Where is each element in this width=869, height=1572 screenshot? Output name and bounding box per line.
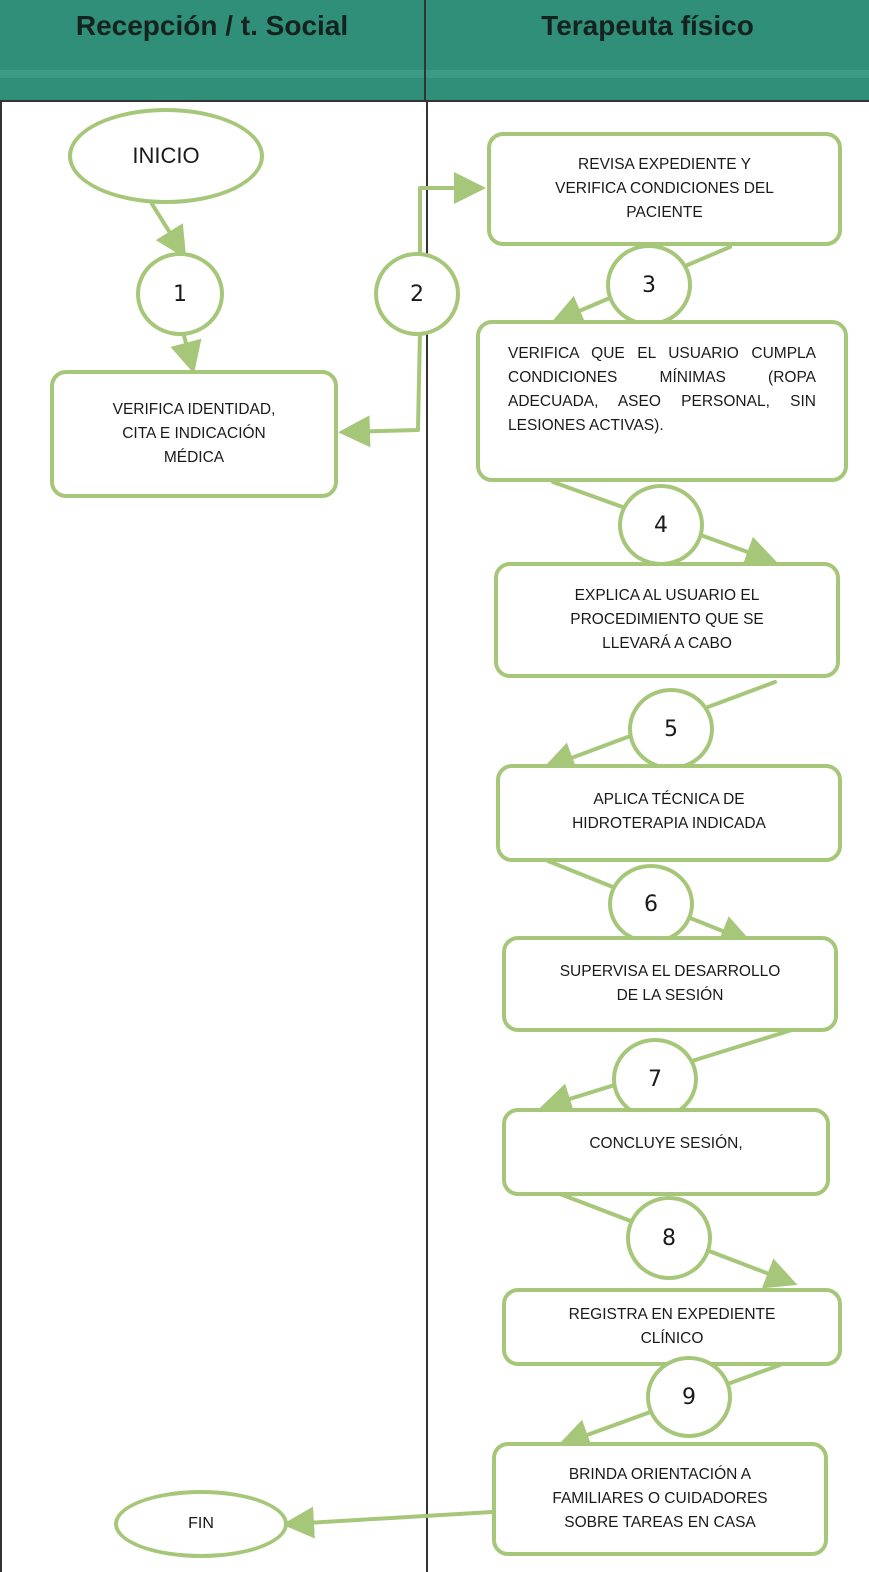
step-number-8: 8 — [626, 1196, 712, 1280]
step-text-2: REVISA EXPEDIENTE Y VERIFICA CONDICIONES… — [555, 156, 774, 221]
step-text-5: APLICA TÉCNICA DE HIDROTERAPIA INDICADA — [572, 791, 766, 832]
step-box-5: APLICA TÉCNICA DE HIDROTERAPIA INDICADA — [496, 764, 842, 862]
end-label: FIN — [188, 1515, 214, 1532]
step-box-3: VERIFICA QUE EL USUARIO CUMPLA CONDICION… — [476, 320, 848, 482]
arrow-box2-return — [338, 328, 422, 448]
step-number-4: 4 — [618, 484, 704, 566]
lane-header-therapist: Terapeuta físico — [426, 0, 869, 100]
left-frame-line — [0, 0, 2, 1572]
step-text-3: VERIFICA QUE EL USUARIO CUMPLA CONDICION… — [508, 345, 816, 434]
step-text-9: BRINDA ORIENTACIÓN A FAMILIARES O CUIDAD… — [552, 1466, 768, 1531]
lane-divider — [426, 100, 428, 1572]
step-text-6: SUPERVISA EL DESARROLLO DE LA SESIÓN — [559, 963, 781, 1004]
arrow-start-to-1 — [150, 202, 187, 259]
step-box-1: VERIFICA IDENTIDAD, CITA E INDICACIÓN MÉ… — [50, 370, 338, 498]
step-number-2: 2 — [374, 252, 460, 336]
step-number-6: 6 — [608, 864, 694, 944]
step-number-7: 7 — [612, 1038, 698, 1120]
step-box-9: BRINDA ORIENTACIÓN A FAMILIARES O CUIDAD… — [492, 1442, 828, 1556]
step-box-8: REGISTRA EN EXPEDIENTE CLÍNICO — [502, 1288, 842, 1366]
start-terminator: INICIO — [68, 108, 264, 204]
step-text-4: EXPLICA AL USUARIO EL PROCEDIMIENTO QUE … — [570, 587, 764, 652]
header-divider — [0, 100, 869, 102]
lane-title-therapist: Terapeuta físico — [541, 10, 754, 41]
step-box-4: EXPLICA AL USUARIO EL PROCEDIMIENTO QUE … — [494, 562, 840, 678]
lane-title-reception: Recepción / t. Social — [75, 10, 349, 41]
step-text-8: REGISTRA EN EXPEDIENTE CLÍNICO — [568, 1306, 776, 1347]
end-terminator: FIN — [114, 1490, 288, 1558]
step-text-7: CONCLUYE SESIÓN, — [589, 1135, 743, 1152]
step-number-5: 5 — [628, 688, 714, 770]
header-band — [426, 70, 869, 78]
step-number-1: 1 — [136, 252, 224, 336]
step-box-7: CONCLUYE SESIÓN, — [502, 1108, 830, 1196]
step-box-6: SUPERVISA EL DESARROLLO DE LA SESIÓN — [502, 936, 838, 1032]
header-band — [0, 70, 424, 78]
lane-header-reception: Recepción / t. Social — [0, 0, 426, 100]
step-box-2: REVISA EXPEDIENTE Y VERIFICA CONDICIONES… — [487, 132, 842, 246]
step-number-3: 3 — [606, 244, 692, 326]
arrow-box9-to-end — [282, 1506, 494, 1539]
step-number-9: 9 — [646, 1356, 732, 1438]
start-label: INICIO — [132, 143, 200, 168]
step-text-1: VERIFICA IDENTIDAD, CITA E INDICACIÓN MÉ… — [112, 401, 276, 466]
